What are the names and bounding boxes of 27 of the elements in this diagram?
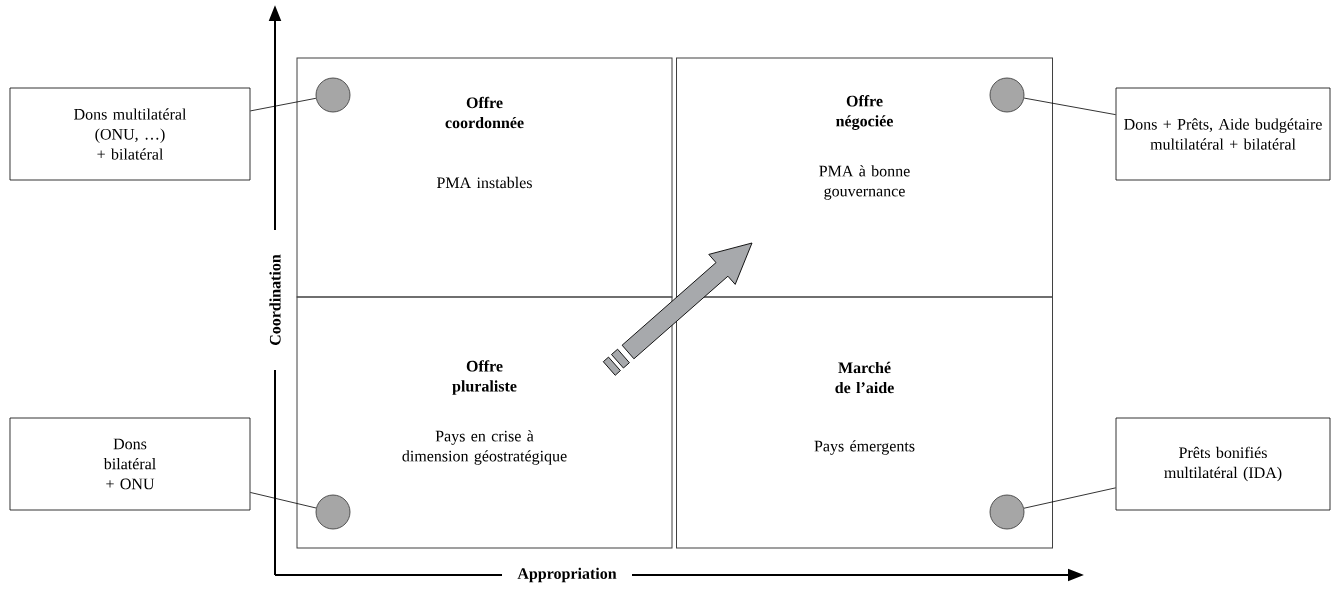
quadrant-title: Offre négociée <box>836 95 893 130</box>
quadrant-text: PMA à bonne gouvernance <box>819 165 910 200</box>
callout-box: Dons + Prêts, Aide budgétaire multilatéral + bilatéral <box>1115 87 1331 181</box>
axis-label: Appropriation <box>517 567 617 583</box>
quadrant-text: Pays émergents <box>814 440 915 455</box>
circle-marker <box>315 494 351 530</box>
block-arrow <box>602 242 753 376</box>
quadrant <box>676 296 1053 549</box>
leader-line <box>1023 97 1116 116</box>
circle-marker <box>989 77 1025 113</box>
axis-label: Coordination <box>269 254 281 345</box>
circle-marker <box>315 77 351 113</box>
quadrant <box>676 57 1053 298</box>
quadrant-title: Offre coordonnée <box>445 96 524 129</box>
callout-box: Prêts bonifiés multilatéral (IDA) <box>1115 417 1331 511</box>
circle-marker <box>989 494 1025 530</box>
leader-line <box>250 492 317 509</box>
quadrant <box>296 57 673 298</box>
quadrant <box>296 296 673 549</box>
quadrant-title: Offre pluraliste <box>452 360 517 395</box>
quadrant-text: Pays en crise à dimension géostratégique <box>402 430 567 465</box>
callout-box: Dons multilatéral (ONU, …) + bilatéral <box>9 87 251 181</box>
quadrant-text: PMA instables <box>436 176 532 189</box>
quadrant-title: Marché de l’aide <box>835 361 894 394</box>
callout-box: Dons bilatéral + ONU <box>9 417 251 511</box>
leader-line <box>250 97 317 112</box>
leader-line <box>1023 487 1116 509</box>
